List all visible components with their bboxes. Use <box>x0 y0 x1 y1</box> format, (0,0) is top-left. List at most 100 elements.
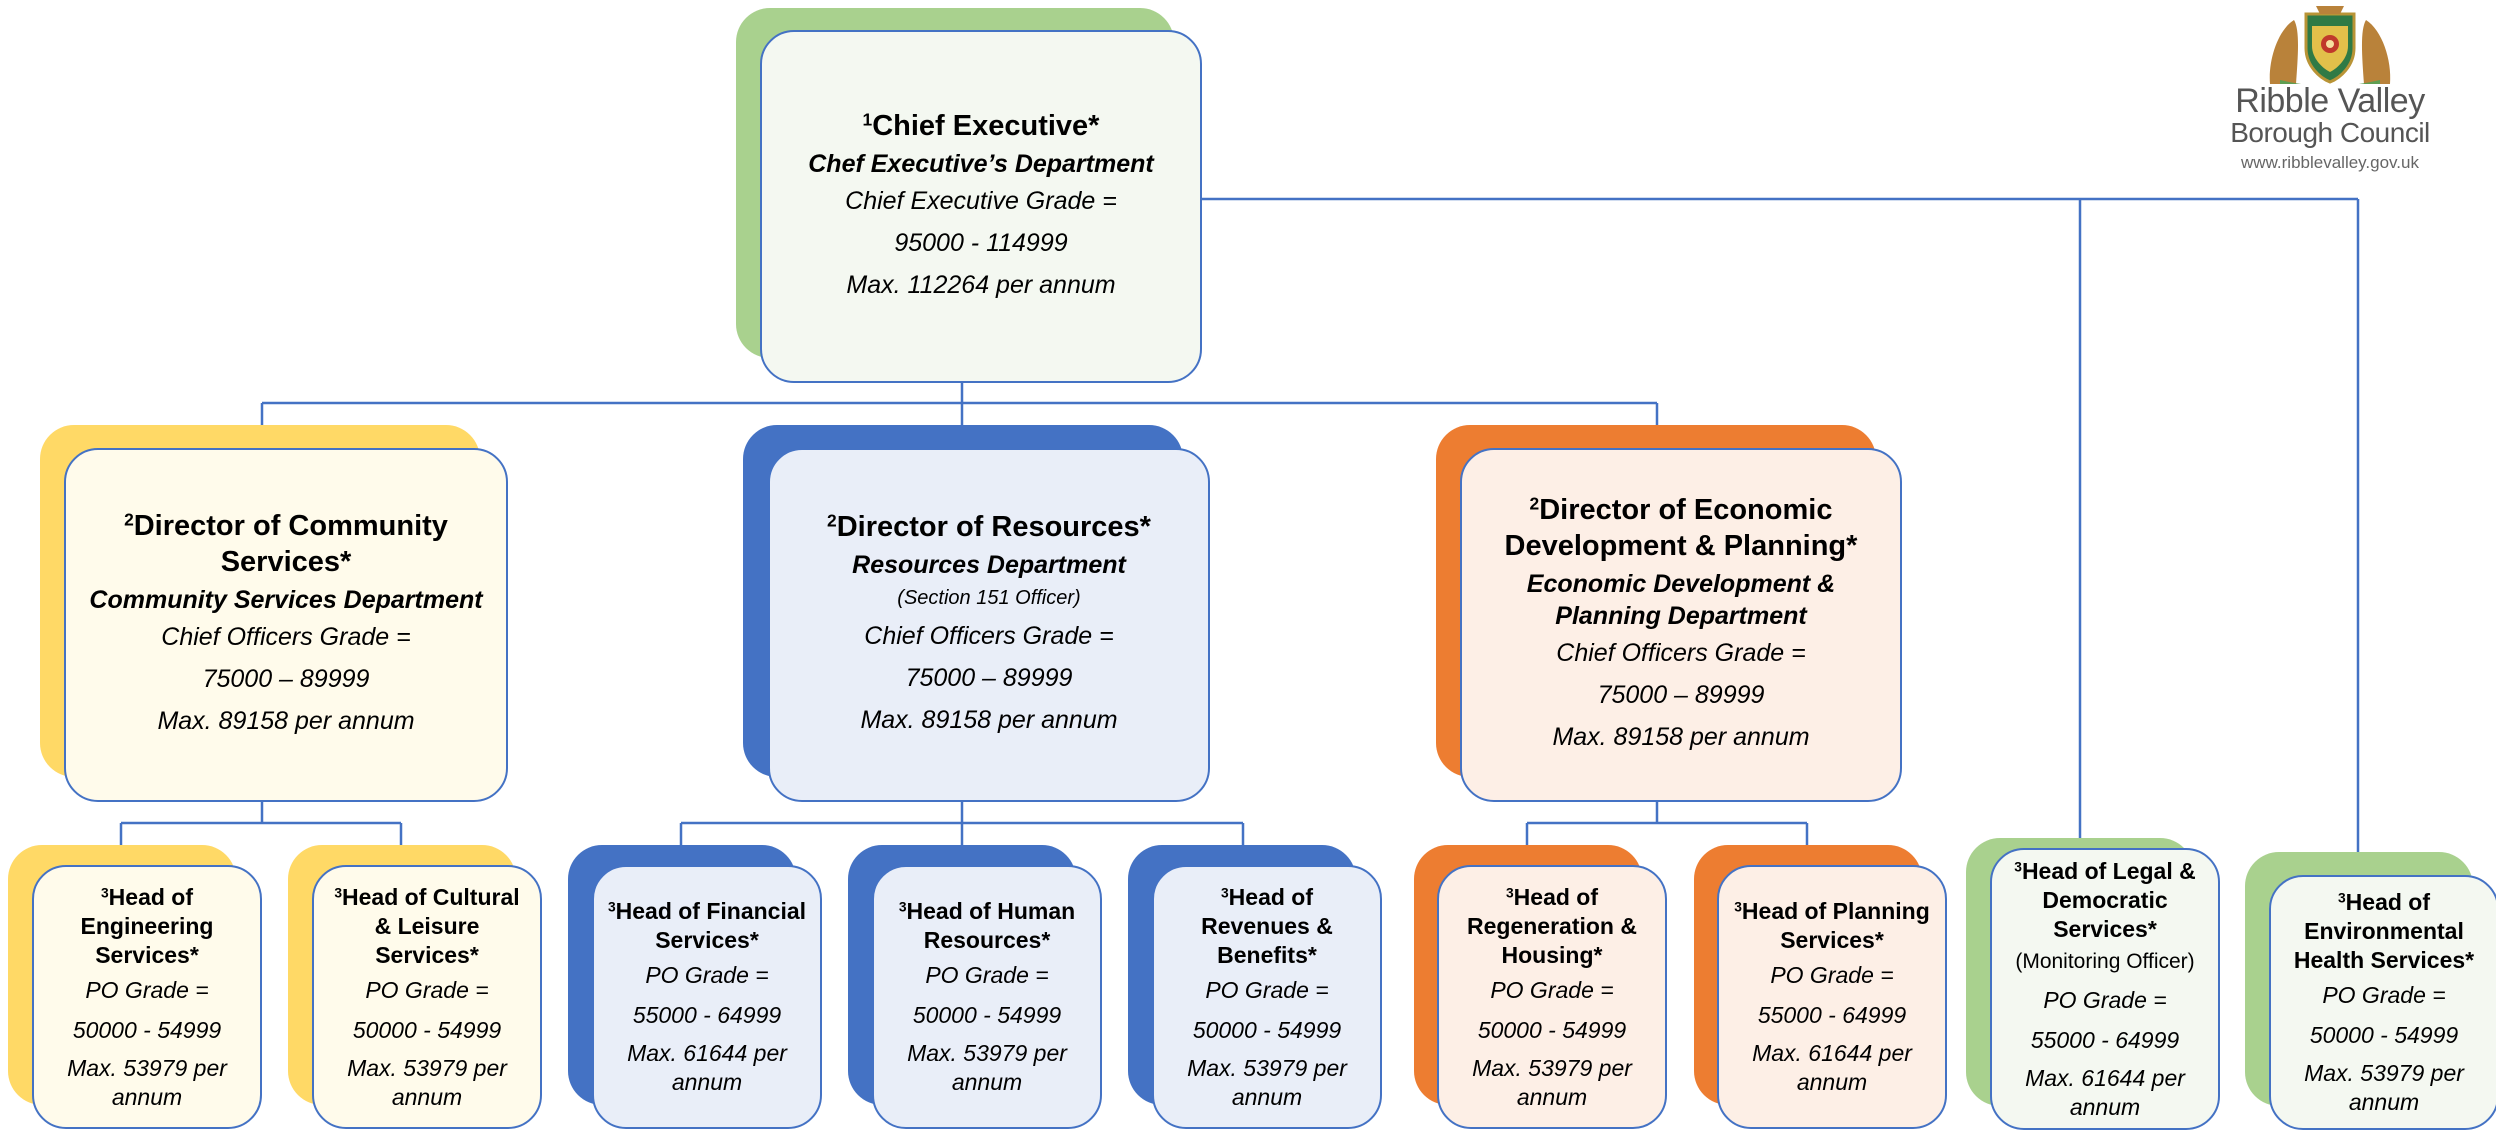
chief-executive-department: Chef Executive’s Department <box>808 149 1154 178</box>
head-environmental-grade-range: 50000 - 54999 <box>2309 1022 2459 1048</box>
head-hr-title-text: Head of Human Resources* <box>906 898 1076 953</box>
director-economic-card: 2Director of Economic Development & Plan… <box>1460 448 1902 802</box>
head-revenues-title-text: Head of Revenues & Benefits* <box>1201 883 1333 968</box>
head-regeneration-title: 3Head of Regeneration & Housing* <box>1449 883 1655 970</box>
director-economic-max: Max. 89158 per annum <box>1552 723 1810 751</box>
head-financial-grade-label: PO Grade = <box>645 962 769 988</box>
head-planning-title: 3Head of Planning Services* <box>1729 897 1935 955</box>
director-community-card: 2Director of Community Services* Communi… <box>64 448 508 802</box>
council-url: www.ribblevalley.gov.uk <box>2241 153 2419 172</box>
head-revenues-max: Max. 53979 per annum <box>1187 1054 1347 1110</box>
head-engineering-max: Max. 53979 per annum <box>67 1054 227 1110</box>
head-cultural-title: 3Head of Cultural & Leisure Services* <box>324 883 530 970</box>
head-legal-card: 3Head of Legal & Democratic Services* (M… <box>1990 848 2220 1130</box>
head-planning-max: Max. 61644 per annum <box>1752 1040 1912 1095</box>
chief-executive-grade-label: Chief Executive Grade = <box>845 186 1117 215</box>
head-financial-sup: 3 <box>607 899 616 915</box>
director-resources-title-text: Director of Resources* <box>836 511 1151 543</box>
head-revenues-sup: 3 <box>1220 884 1229 900</box>
head-revenues-card: 3Head of Revenues & Benefits* PO Grade =… <box>1152 865 1382 1129</box>
head-hr-max: Max. 53979 per annum <box>907 1040 1067 1095</box>
head-revenues-grade-label: PO Grade = <box>1205 976 1329 1003</box>
head-engineering-title: 3Head of Engineering Services* <box>44 883 250 970</box>
head-regeneration-card: 3Head of Regeneration & Housing* PO Grad… <box>1437 865 1667 1129</box>
head-hr-grade-range: 50000 - 54999 <box>912 1002 1062 1028</box>
head-legal-note: (Monitoring Officer) <box>2015 949 2195 973</box>
director-resources-card: 2Director of Resources* Resources Depart… <box>768 448 1210 802</box>
chief-executive-card: 1Chief Executive* Chef Executive’s Depar… <box>760 30 1202 383</box>
head-cultural-title-text: Head of Cultural & Leisure Services* <box>342 883 520 968</box>
director-resources-grade-label: Chief Officers Grade = <box>864 622 1114 650</box>
head-hr-grade-label: PO Grade = <box>925 962 1049 988</box>
head-cultural-card: 3Head of Cultural & Leisure Services* PO… <box>312 865 542 1129</box>
head-hr-title: 3Head of Human Resources* <box>884 897 1090 955</box>
head-legal-grade-label: PO Grade = <box>2043 986 2167 1013</box>
head-environmental-grade-label: PO Grade = <box>2322 982 2446 1008</box>
council-crest-icon <box>2269 6 2391 84</box>
head-legal-title-text: Head of Legal & Democratic Services* <box>2021 857 2196 942</box>
chief-executive-title-text: Chief Executive* <box>872 109 1100 142</box>
director-resources-max: Max. 89158 per annum <box>860 706 1118 734</box>
head-regeneration-max: Max. 53979 per annum <box>1472 1054 1632 1110</box>
director-community-title-text: Director of Community Services* <box>133 510 448 578</box>
director-resources-department: Resources Department <box>852 551 1126 579</box>
director-economic-grade-label: Chief Officers Grade = <box>1556 639 1806 667</box>
director-resources-title: 2Director of Resources* <box>827 509 1151 545</box>
head-revenues-grade-range: 50000 - 54999 <box>1192 1016 1342 1043</box>
director-community-grade-label: Chief Officers Grade = <box>161 623 411 651</box>
head-legal-max: Max. 61644 per annum <box>2025 1064 2185 1120</box>
head-cultural-grade-range: 50000 - 54999 <box>352 1016 502 1043</box>
director-resources-sup: 2 <box>827 510 837 531</box>
head-planning-grade-range: 55000 - 64999 <box>1757 1002 1907 1028</box>
head-hr-sup: 3 <box>898 899 907 915</box>
head-financial-grade-range: 55000 - 64999 <box>632 1002 782 1028</box>
head-cultural-max: Max. 53979 per annum <box>347 1054 507 1110</box>
director-resources-note: (Section 151 Officer) <box>897 587 1081 609</box>
chief-executive-grade-range: 95000 - 114999 <box>894 228 1068 257</box>
head-regeneration-grade-range: 50000 - 54999 <box>1477 1016 1627 1043</box>
head-engineering-card: 3Head of Engineering Services* PO Grade … <box>32 865 262 1129</box>
council-logo: Ribble Valley Borough Council www.ribble… <box>2230 0 2430 178</box>
director-resources-grade-range: 75000 – 89999 <box>905 664 1073 692</box>
director-community-grade-range: 75000 – 89999 <box>202 665 370 693</box>
head-regeneration-sup: 3 <box>1505 884 1514 900</box>
head-legal-title: 3Head of Legal & Democratic Services* <box>2002 857 2208 944</box>
head-revenues-title: 3Head of Revenues & Benefits* <box>1164 883 1370 970</box>
head-hr-card: 3Head of Human Resources* PO Grade = 500… <box>872 865 1102 1129</box>
director-community-sup: 2 <box>124 509 134 530</box>
head-environmental-sup: 3 <box>2337 890 2346 906</box>
head-environmental-title: 3Head of Environmental Health Services* <box>2281 888 2487 975</box>
head-engineering-sup: 3 <box>100 884 109 900</box>
head-engineering-title-text: Head of Engineering Services* <box>80 883 214 968</box>
council-name-line1: Ribble Valley <box>2235 82 2425 120</box>
head-regeneration-grade-label: PO Grade = <box>1490 976 1614 1003</box>
director-economic-title: 2Director of Economic Development & Plan… <box>1472 492 1890 564</box>
head-financial-title: 3Head of Financial Services* <box>604 897 810 955</box>
head-engineering-grade-range: 50000 - 54999 <box>72 1016 222 1043</box>
head-financial-card: 3Head of Financial Services* PO Grade = … <box>592 865 822 1129</box>
head-environmental-card: 3Head of Environmental Health Services* … <box>2269 875 2496 1130</box>
director-economic-grade-range: 75000 – 89999 <box>1597 681 1765 709</box>
chief-executive-max: Max. 112264 per annum <box>846 270 1116 299</box>
head-environmental-max: Max. 53979 per annum <box>2304 1060 2464 1115</box>
head-engineering-grade-label: PO Grade = <box>85 976 209 1003</box>
director-economic-department: Economic Development & Planning Departme… <box>1526 570 1836 630</box>
head-financial-title-text: Head of Financial Services* <box>615 898 807 953</box>
council-name-line2: Borough Council <box>2230 117 2430 148</box>
director-economic-sup: 2 <box>1529 493 1540 514</box>
head-planning-grade-label: PO Grade = <box>1770 962 1894 988</box>
head-cultural-sup: 3 <box>334 884 343 900</box>
director-community-max: Max. 89158 per annum <box>157 707 415 735</box>
head-cultural-grade-label: PO Grade = <box>365 976 489 1003</box>
director-community-department: Community Services Department <box>89 586 483 614</box>
head-financial-max: Max. 61644 per annum <box>627 1040 787 1095</box>
head-planning-sup: 3 <box>1734 899 1742 915</box>
head-planning-title-text: Head of Planning Services* <box>1741 898 1930 953</box>
director-community-title: 2Director of Community Services* <box>76 508 496 580</box>
chief-executive-sup: 1 <box>862 108 873 129</box>
head-regeneration-title-text: Head of Regeneration & Housing* <box>1467 883 1637 968</box>
head-environmental-title-text: Head of Environmental Health Services* <box>2293 889 2475 973</box>
head-legal-grade-range: 55000 - 64999 <box>2030 1026 2180 1053</box>
director-economic-title-text: Director of Economic Development & Plann… <box>1504 494 1858 562</box>
